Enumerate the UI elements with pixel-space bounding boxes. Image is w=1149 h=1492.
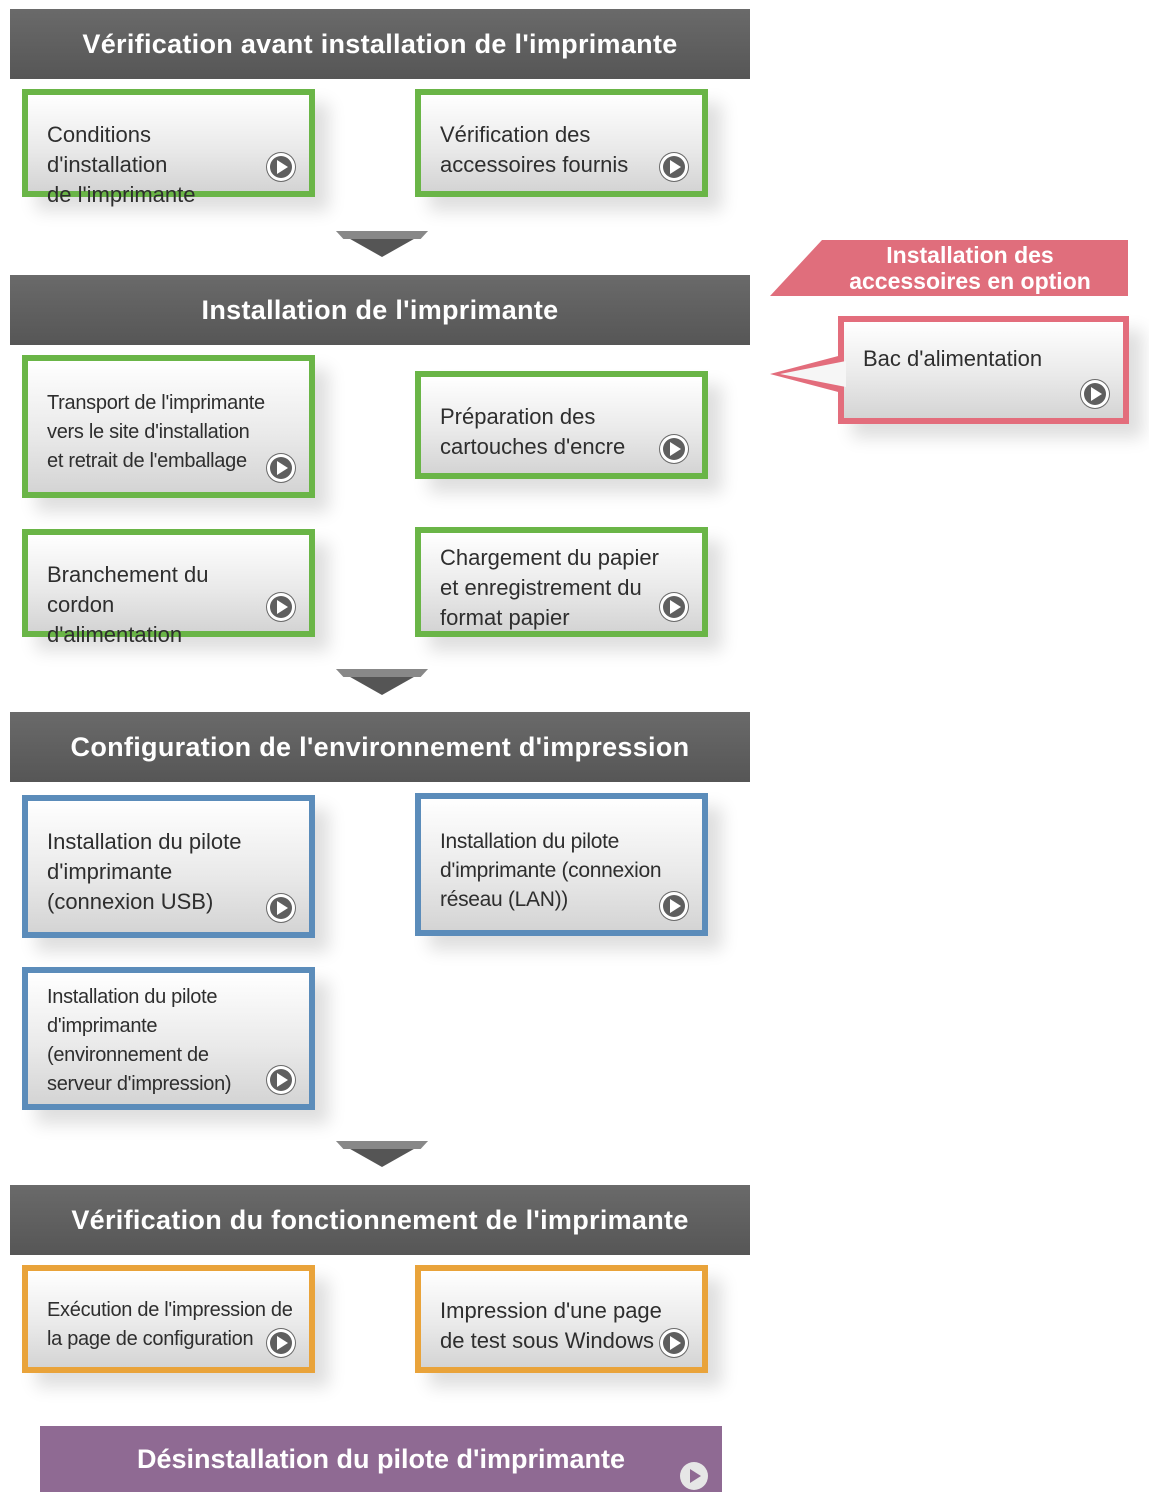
uninstall-driver-button[interactable]: Désinstallation du pilote d'imprimante [40,1426,722,1492]
card-label: Préparation des cartouches d'encre [440,404,626,459]
card-label: Impression d'une page de test sous Windo… [440,1298,662,1353]
card-ink-cartridge-preparation[interactable]: Préparation des cartouches d'encre [415,371,708,479]
card-configuration-page-print[interactable]: Exécution de l'impression de la page de … [22,1265,315,1373]
play-icon [660,892,688,920]
play-icon [660,593,688,621]
card-paper-feeder[interactable]: Bac d'alimentation [838,316,1129,424]
section-header-pre-install-check: Vérification avant installation de l'imp… [10,9,750,79]
flow-down-arrow-icon [336,1141,428,1167]
play-icon [1081,380,1109,408]
section-header-print-environment-setup: Configuration de l'environnement d'impre… [10,712,750,782]
uninstall-driver-label: Désinstallation du pilote d'imprimante [137,1443,625,1474]
optional-accessories-title: Installation des accessoires en option [849,242,1091,294]
card-label: Installation du pilote d'imprimante (con… [47,829,242,914]
play-icon [267,593,295,621]
card-label: Bac d'alimentation [863,346,1043,371]
card-driver-install-usb[interactable]: Installation du pilote d'imprimante (con… [22,795,315,938]
card-label: Installation du pilote d'imprimante (env… [47,986,232,1095]
flow-down-arrow-icon [336,231,428,257]
play-icon [267,454,295,482]
card-paper-loading-and-size-registration[interactable]: Chargement du papier et enregistrement d… [415,527,708,637]
card-label: Vérification des accessoires fournis [440,122,629,177]
section-header-printer-installation: Installation de l'imprimante [10,275,750,345]
play-icon [267,1066,295,1094]
card-label: Branchement du cordon d'alimentation [47,562,209,647]
card-transport-and-unpacking[interactable]: Transport de l'imprimante vers le site d… [22,355,315,498]
card-label: Installation du pilote d'imprimante (con… [440,830,662,911]
card-windows-test-page-print[interactable]: Impression d'une page de test sous Windo… [415,1265,708,1373]
play-icon [660,435,688,463]
section-header-operation-check: Vérification du fonctionnement de l'impr… [10,1185,750,1255]
optional-accessories-tab [770,240,1128,296]
play-icon [267,153,295,181]
card-installation-conditions[interactable]: Conditions d'installation de l'imprimant… [22,89,315,207]
play-icon [267,1329,295,1357]
card-driver-install-lan[interactable]: Installation du pilote d'imprimante (con… [415,793,708,936]
card-label: Exécution de l'impression de la page de … [47,1299,293,1350]
card-supplied-accessories-check[interactable]: Vérification des accessoires fournis [415,89,708,197]
card-power-cord-connection[interactable]: Branchement du cordon d'alimentation [22,529,315,647]
play-icon [267,894,295,922]
play-icon [680,1462,708,1490]
play-icon [660,153,688,181]
card-driver-install-print-server[interactable]: Installation du pilote d'imprimante (env… [22,967,315,1110]
card-label: Conditions d'installation de l'imprimant… [47,122,196,207]
play-icon [660,1329,688,1357]
flow-down-arrow-icon [336,669,428,695]
card-label: Chargement du papier et enregistrement d… [440,545,659,630]
card-label: Transport de l'imprimante vers le site d… [47,392,265,472]
